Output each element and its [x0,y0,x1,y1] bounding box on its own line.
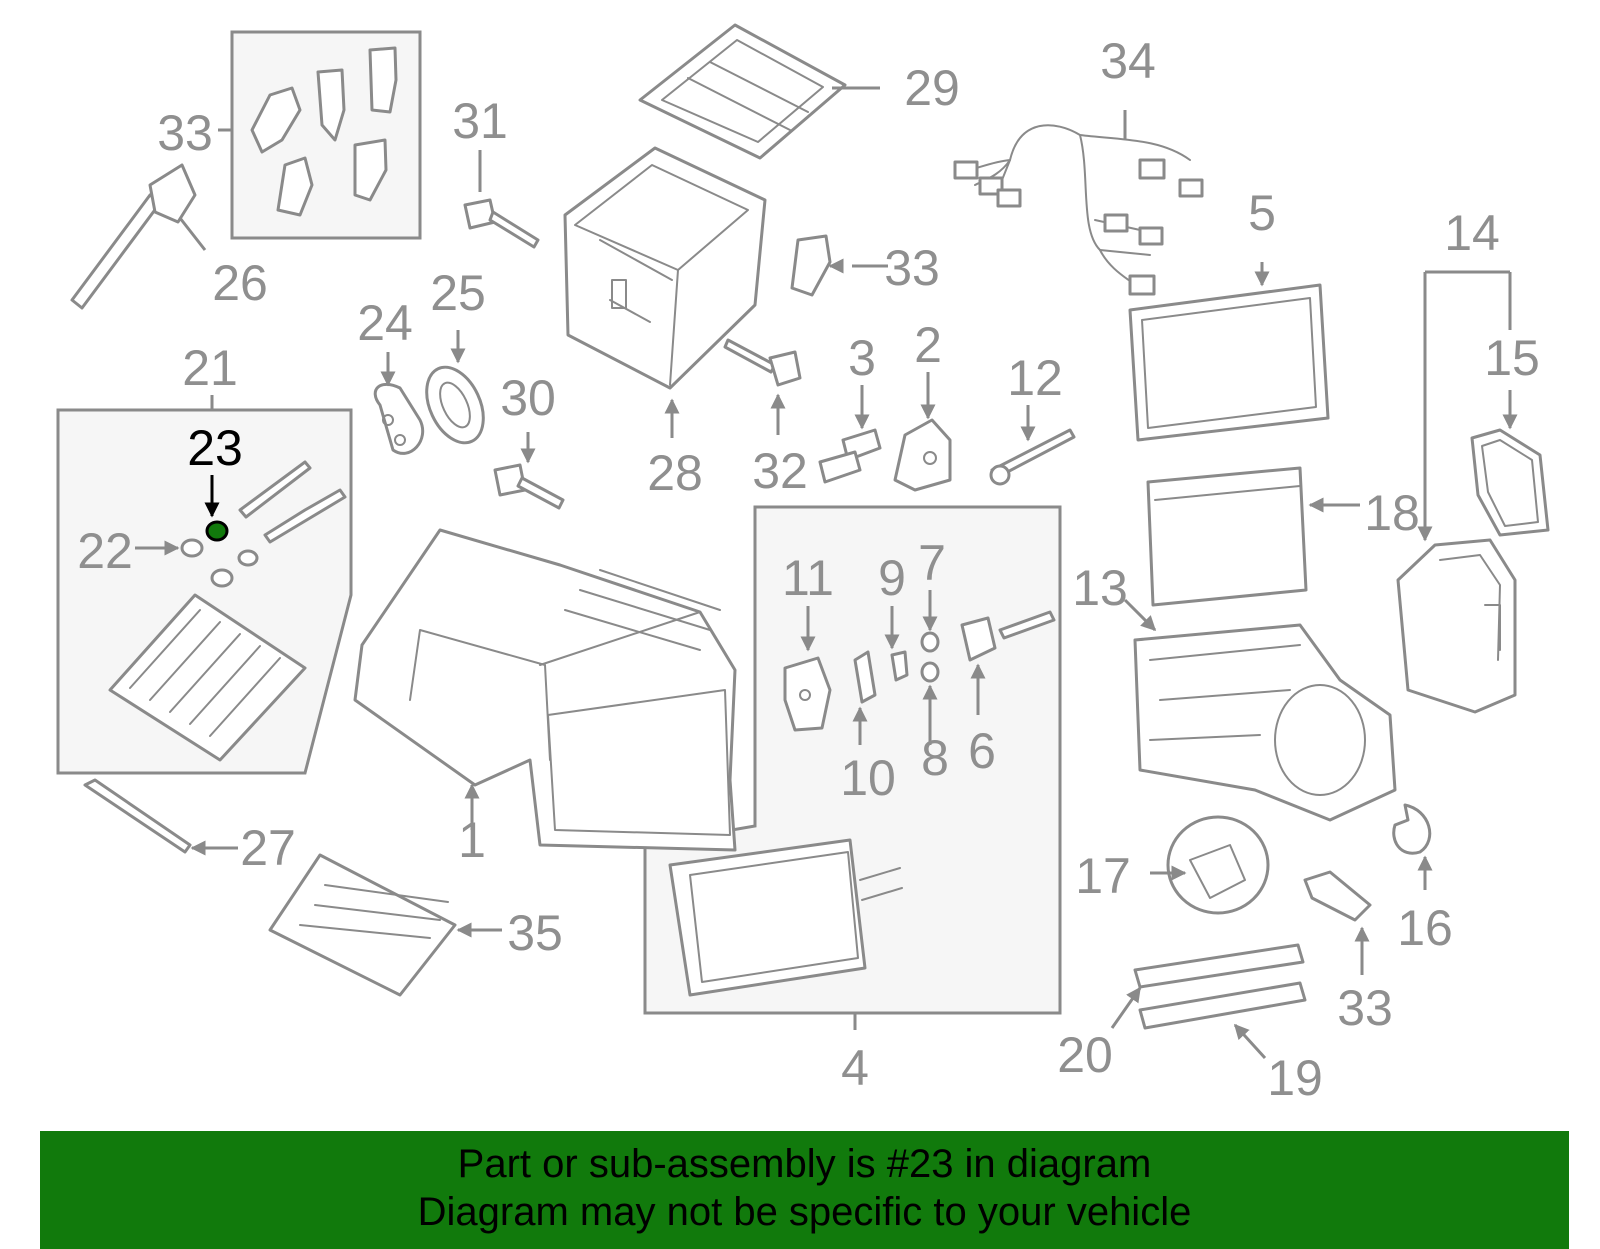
seal-part-15 [1470,428,1550,537]
callout-23-highlighted: 23 [187,420,243,476]
callout-13: 13 [1072,560,1128,616]
wire-harness-part-34 [953,124,1204,296]
callout-18: 18 [1364,485,1420,541]
info-banner: Part or sub-assembly is #23 in diagram D… [40,1131,1569,1249]
sensor-part-30 [493,463,565,510]
callout-15: 15 [1484,330,1540,386]
callout-22: 22 [77,523,133,579]
callout-7: 7 [918,535,946,591]
clip-part-9 [890,650,909,682]
callout-32: 32 [752,443,808,499]
banner-part-note: Part or sub-assembly is #23 in diagram [457,1142,1152,1186]
callout-17: 17 [1075,848,1131,904]
connector-set-part [250,46,398,217]
callout-33-low: 33 [1337,980,1393,1036]
callout-2: 2 [914,317,942,373]
callout-16: 16 [1397,900,1453,956]
banner-disclaimer: Diagram may not be specific to your vehi… [417,1190,1192,1234]
seal-part-10 [853,650,877,704]
callout-27: 27 [240,820,296,876]
callout-8: 8 [921,730,949,786]
sensor-part-31 [463,198,540,249]
bolt-part-12 [989,428,1076,486]
connector-part-33-low [1303,870,1372,922]
parts-diagram: 1 2 3 4 5 6 7 8 9 10 11 12 13 14 15 16 1… [56,23,1550,1106]
callout-3: 3 [848,330,876,386]
filter-frame-part-29 [638,23,847,160]
callout-6: 6 [968,723,996,779]
actuator-part-24 [373,382,425,455]
callout-28: 28 [647,445,703,501]
clip-part-16 [1392,803,1432,855]
bracket-part-2 [893,418,952,492]
sensor-part-32 [723,338,802,387]
callout-29: 29 [904,60,960,116]
blower-case-part-13 [1133,623,1397,822]
callout-5: 5 [1248,185,1276,241]
callout-20: 20 [1057,1027,1113,1083]
housing-upper-part-28 [563,146,767,390]
leader-lines [135,86,1518,1060]
blower-housing-part-14 [1396,538,1517,714]
o-ring-part-8 [920,661,940,683]
callout-9: 9 [878,550,906,606]
callout-33-mid: 33 [884,240,940,296]
highlighted-part-23 [205,520,229,542]
callout-21: 21 [182,340,238,396]
heater-tubes-part [238,460,347,544]
strip-part-20 [1133,943,1305,989]
actuator-part-25 [425,365,485,445]
o-ring-part-7 [920,631,940,653]
callout-26: 26 [212,255,268,311]
cabin-filter-part-18 [1146,466,1308,607]
blower-motor-part-17 [1166,815,1270,915]
heater-core-part [108,593,307,762]
evaporator-part [668,838,903,997]
callout-1: 1 [458,812,486,868]
callout-24: 24 [357,295,413,351]
callout-labels: 1 2 3 4 5 6 7 8 9 10 11 12 13 14 15 16 1… [77,33,1540,1106]
pin-part-3 [818,428,882,484]
callout-31: 31 [452,93,508,149]
o-rings-part-22 [180,538,259,588]
callout-19: 19 [1267,1050,1323,1106]
strip-part-19 [1138,981,1307,1030]
callout-25: 25 [430,265,486,321]
callout-35: 35 [507,905,563,961]
callout-30: 30 [500,370,556,426]
rod-part-27 [83,778,192,854]
connector-part-33-mid [790,234,832,297]
callout-4: 4 [841,1040,869,1096]
rod-part-26 [70,163,197,310]
callout-34: 34 [1100,33,1156,89]
expansion-valve-part-6 [960,610,1056,662]
valve-plate-part-11 [783,656,832,732]
gasket-part-5 [1128,283,1330,442]
heater-part-35 [268,853,457,997]
callout-14: 14 [1444,205,1500,261]
callout-12: 12 [1007,350,1063,406]
callout-11: 11 [782,550,834,606]
callout-33-top: 33 [157,105,213,161]
callout-10: 10 [840,750,896,806]
housing-lower-part-1 [353,528,737,852]
